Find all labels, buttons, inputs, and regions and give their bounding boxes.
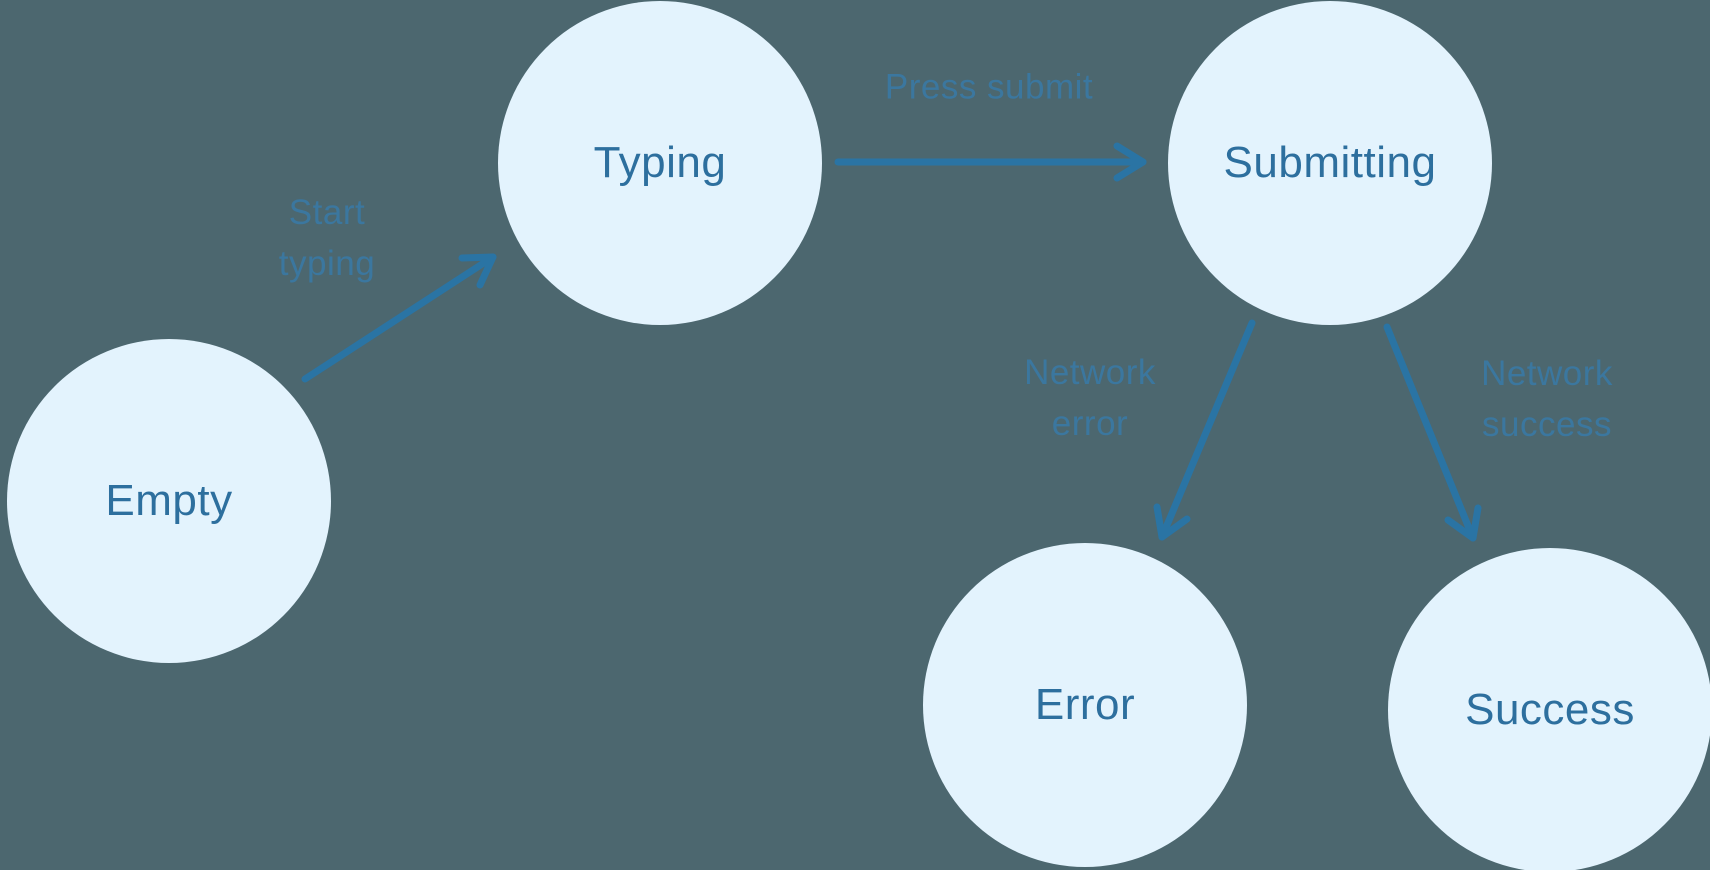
- edge-line-network-success: [1383, 323, 1477, 542]
- state-node-label: Empty: [105, 476, 233, 525]
- arrowhead-icon: [458, 253, 497, 289]
- edge-arrow-start-typing: [301, 253, 497, 383]
- edge-arrow-press-submit: [834, 142, 1147, 182]
- state-node-empty: Empty: [7, 339, 331, 663]
- edge-arrow-network-error: [1153, 319, 1256, 541]
- state-node-success: Success: [1388, 548, 1710, 870]
- state-node-label: Error: [1034, 680, 1136, 729]
- edge-label-line: Press submit: [884, 67, 1094, 107]
- edge-arrow-network-success: [1383, 323, 1482, 542]
- edge-label-line: success: [1482, 405, 1612, 444]
- edge-label-start-typing: Start typing: [279, 187, 375, 289]
- edge-label-network-error: Network error: [1024, 347, 1156, 449]
- state-node-error: Error: [923, 543, 1247, 867]
- state-node-typing: Typing: [498, 1, 822, 325]
- edge-label-press-submit: Press submit: [885, 62, 1093, 113]
- state-node-label: Submitting: [1223, 138, 1437, 187]
- state-node-label: Typing: [593, 138, 727, 187]
- edge-label-line: Start: [288, 193, 366, 232]
- edge-label-line: Network: [1024, 353, 1156, 392]
- state-node-label: Success: [1465, 685, 1635, 734]
- edge-label-line: Network: [1481, 354, 1613, 393]
- arrowhead-icon: [1153, 503, 1191, 541]
- edge-line-network-error: [1158, 319, 1256, 541]
- state-node-submitting: Submitting: [1168, 1, 1492, 325]
- arrowhead-icon: [1113, 142, 1147, 182]
- edge-line-start-typing: [301, 253, 497, 383]
- edge-label-line: typing: [278, 244, 376, 283]
- edge-label-network-success: Network success: [1481, 348, 1613, 450]
- edge-label-line: error: [1051, 404, 1129, 443]
- arrowhead-icon: [1444, 504, 1482, 542]
